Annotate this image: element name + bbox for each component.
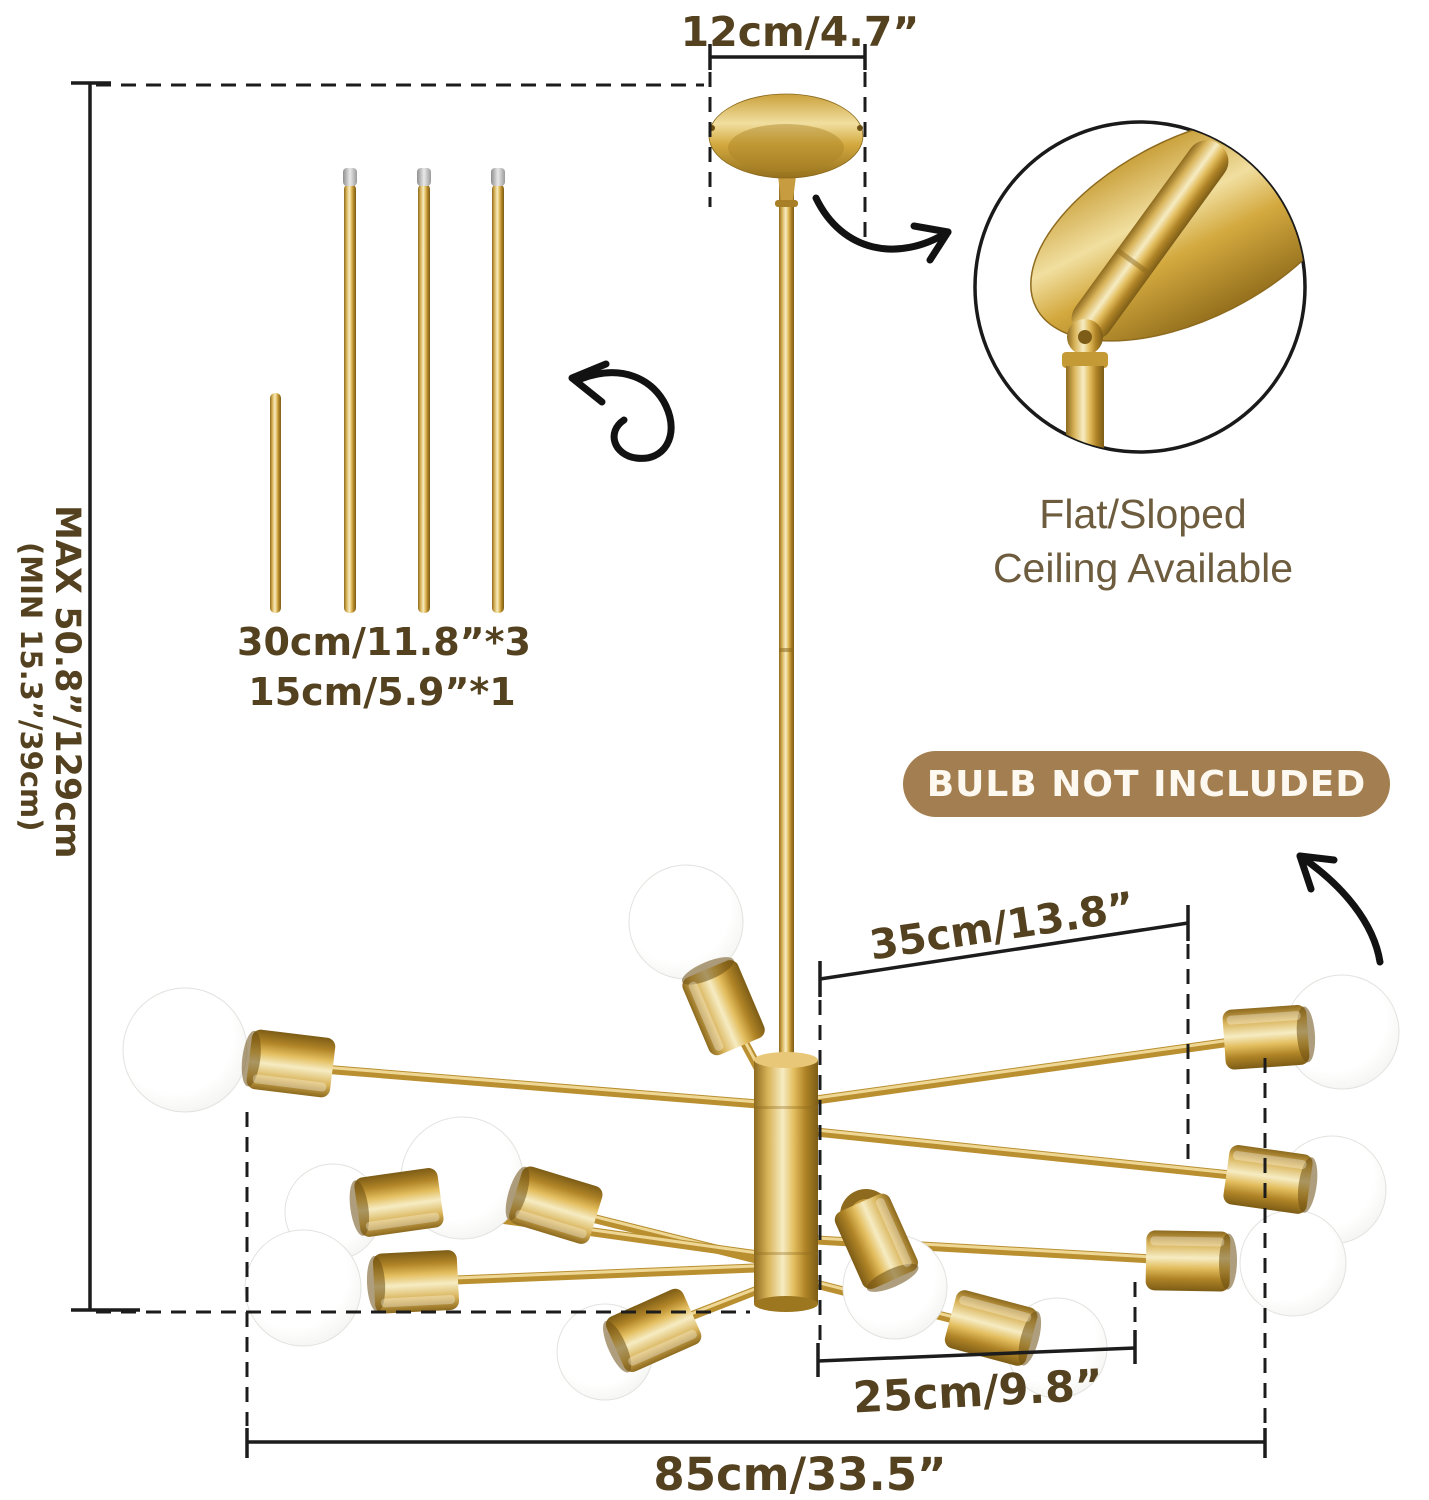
short-rod-value: 15cm/5.9”	[248, 670, 470, 714]
arrow-to-badge	[1296, 852, 1384, 966]
dim-canopy-width	[708, 44, 867, 240]
extension-rods	[270, 168, 505, 613]
ceiling-callout-line2: Ceiling Available	[992, 545, 1294, 592]
long-rod-label: 30cm/11.8”*3	[237, 620, 531, 664]
bulb-socket	[346, 1166, 445, 1239]
long-rod-count: *3	[484, 620, 531, 664]
bulb-socket	[1222, 1003, 1317, 1071]
arrow-to-rods	[574, 369, 675, 462]
dim-height	[71, 81, 750, 1314]
bulb-not-included-badge: BULB NOT INCLUDED	[903, 751, 1390, 817]
short-rod-label: 15cm/5.9”*1	[248, 670, 515, 714]
arm-rod-highlight	[428, 1264, 757, 1281]
arm-rod-highlight	[308, 1064, 760, 1104]
light-bulb	[1239, 1209, 1347, 1317]
arm-rod-highlight	[814, 1128, 1252, 1177]
light-bulb	[122, 987, 248, 1113]
min-height-label: (MIN 15.3”/39cm)	[14, 542, 48, 832]
arm-rod	[305, 1063, 763, 1109]
rod-cap	[417, 168, 431, 186]
bulb-socket	[942, 1288, 1047, 1370]
light-bulb	[244, 1229, 362, 1347]
swivel-detail-inset	[973, 120, 1307, 454]
total-width-label: 85cm/33.5”	[653, 1448, 947, 1500]
max-height-label: MAX 50.8”/129cm	[47, 505, 87, 859]
arm-rod	[811, 1035, 1250, 1105]
bulb-socket	[365, 1249, 460, 1315]
rod-cap	[343, 168, 357, 186]
ceiling-callout-line1: Flat/Sloped	[1039, 491, 1247, 537]
bulb-socket	[238, 1027, 337, 1099]
long-rod-value: 30cm/11.8”	[237, 620, 485, 664]
downrod	[775, 172, 798, 1064]
dimension-lines	[71, 44, 1267, 1458]
ceiling-callout: Flat/Sloped Ceiling Available	[993, 487, 1293, 595]
bulb-socket	[1145, 1230, 1238, 1292]
dim-upper-arm	[818, 905, 1190, 1341]
arm-rod-highlight	[814, 1036, 1247, 1100]
canopy-width-label: 12cm/4.7”	[680, 8, 920, 56]
arm-rod	[425, 1263, 760, 1286]
canopy	[708, 93, 864, 179]
arrow-to-inset	[812, 194, 952, 253]
chandelier-arms	[305, 1007, 1255, 1335]
hub	[754, 1052, 818, 1312]
bulb-socket	[1222, 1143, 1321, 1216]
rod-cap	[491, 168, 505, 186]
annotation-arrows	[568, 194, 1384, 966]
dim-total-width	[245, 1058, 1267, 1458]
arm-rod	[811, 1127, 1255, 1182]
dim-lower-arm	[816, 1282, 1137, 1377]
swivel-rod	[1071, 140, 1229, 340]
short-rod-count: *1	[469, 670, 516, 714]
